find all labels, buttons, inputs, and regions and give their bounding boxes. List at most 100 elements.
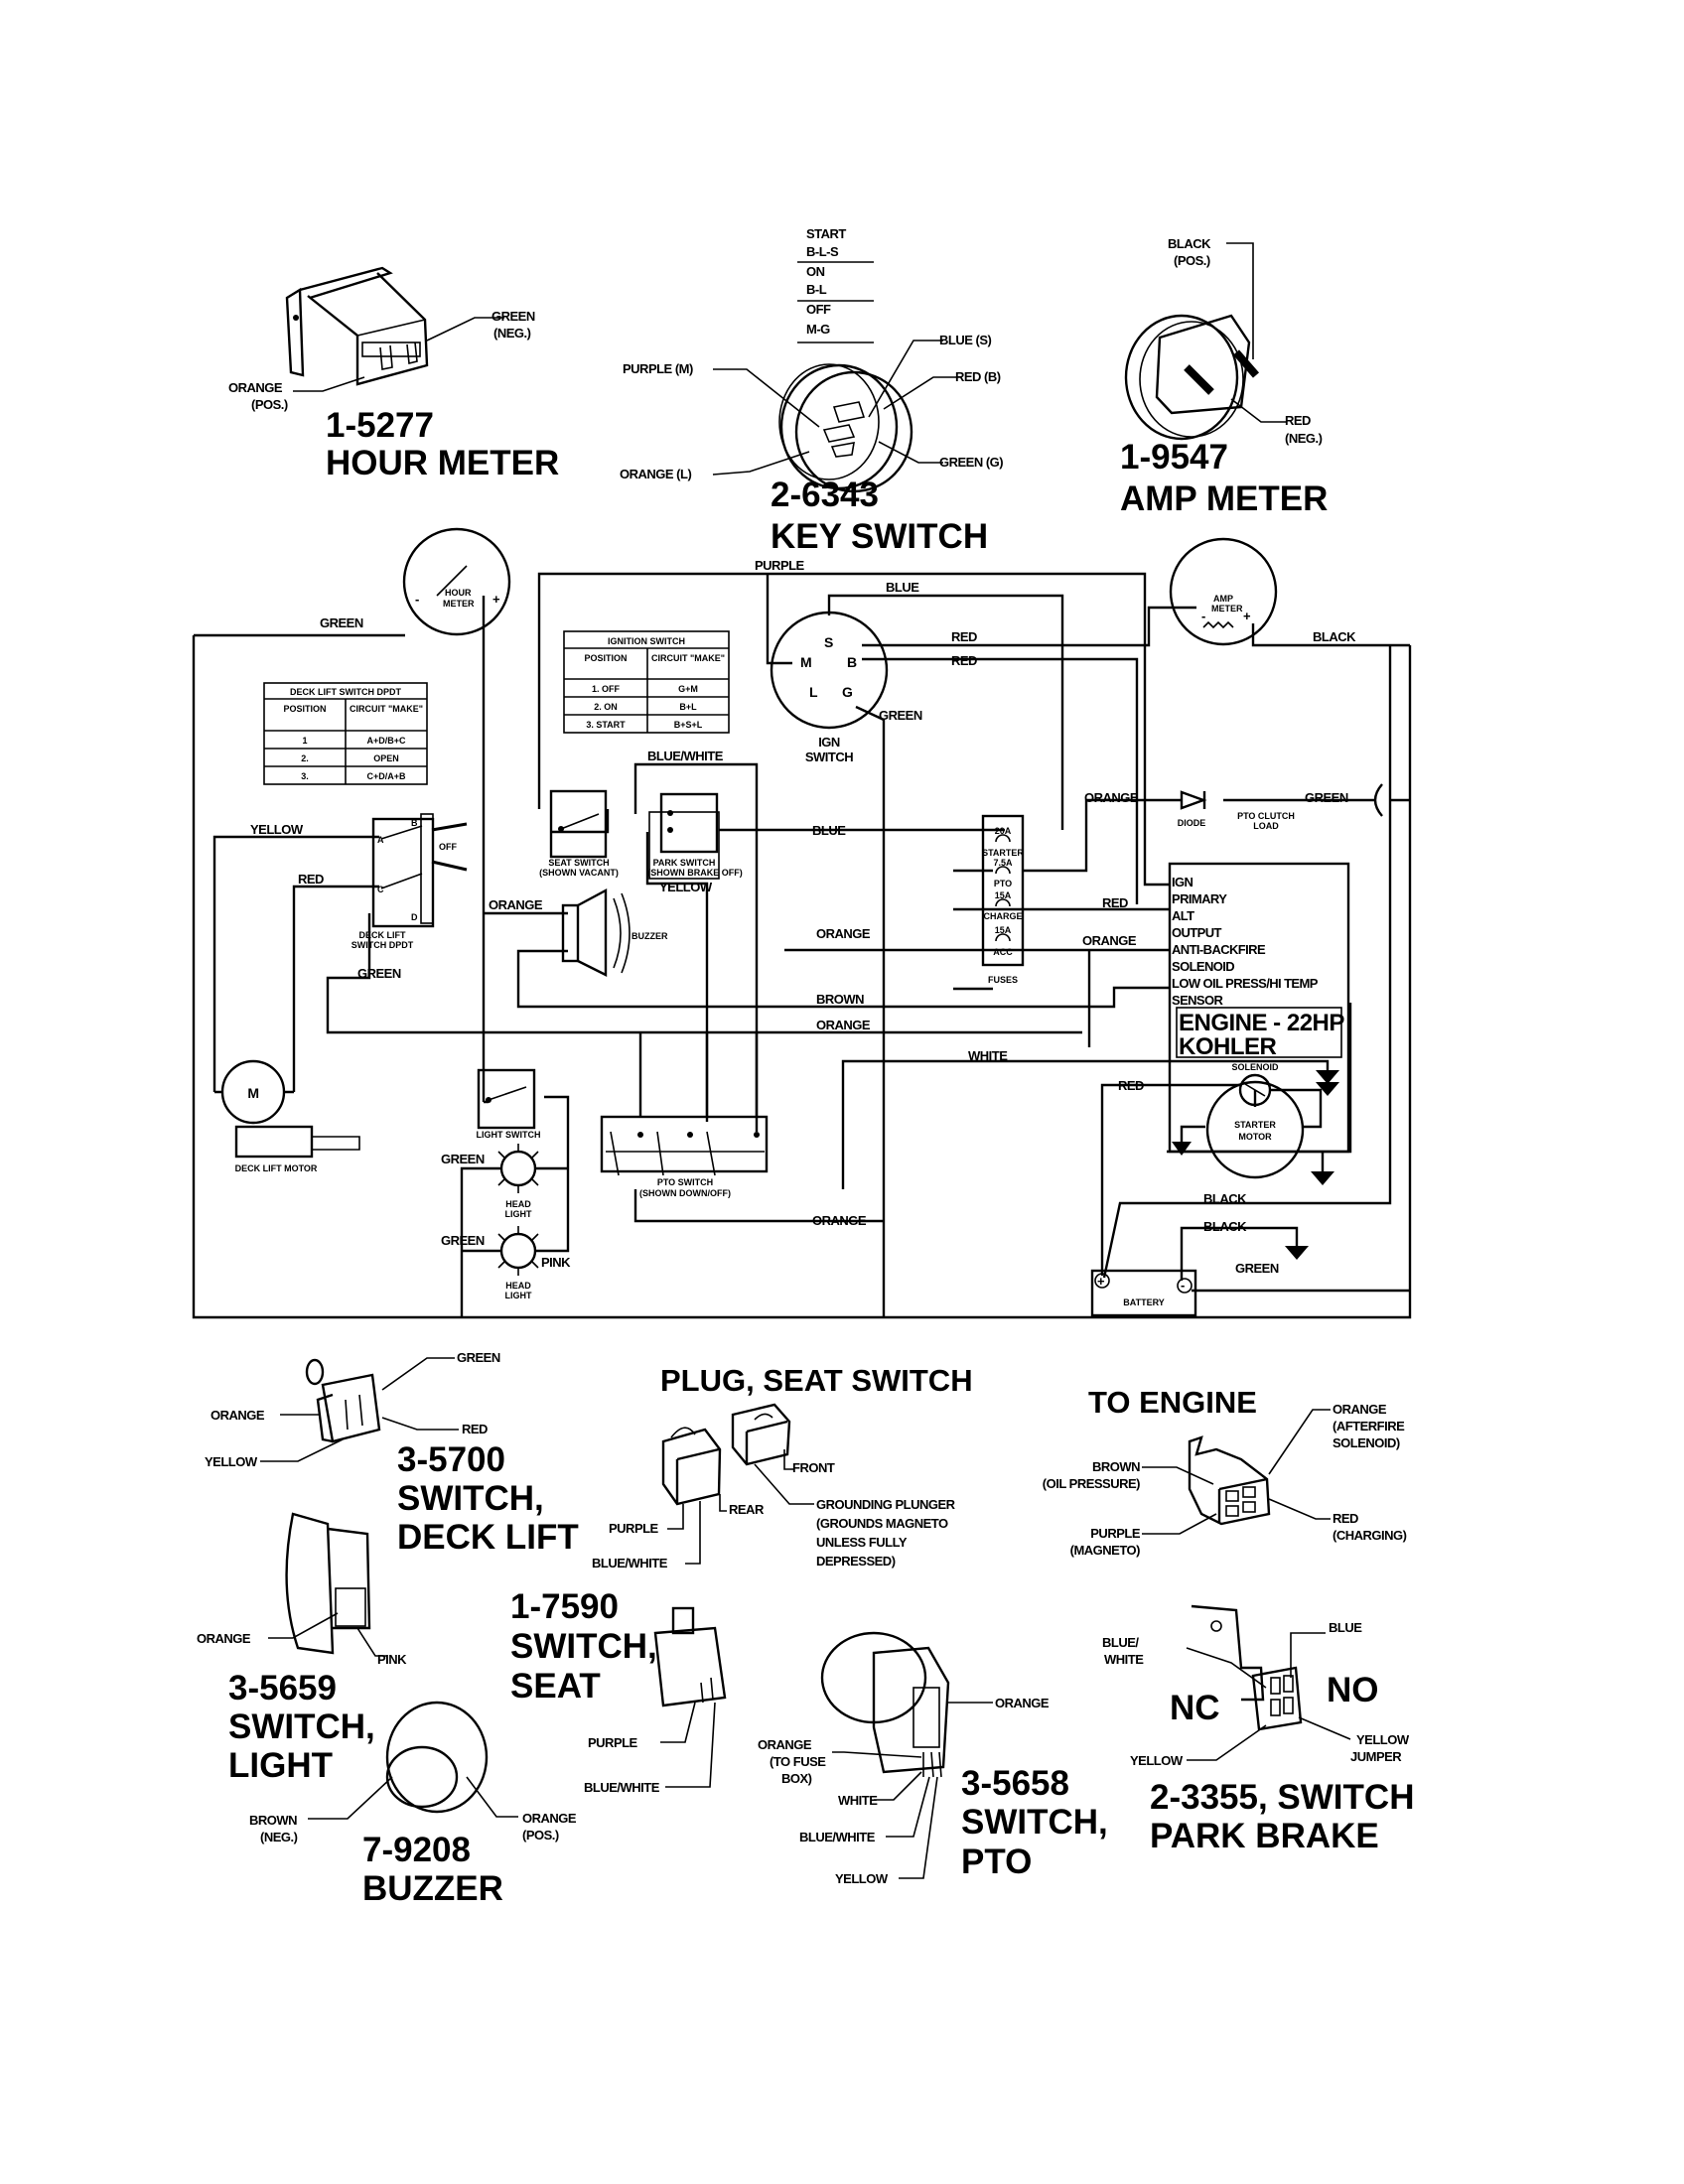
part-wire-label: PINK bbox=[377, 1652, 407, 1667]
hour-meter-name: HOUR METER bbox=[326, 444, 559, 482]
wire-label: ORANGE bbox=[1084, 790, 1139, 805]
wire-label: RED bbox=[951, 629, 977, 644]
fuse: 15A ACC bbox=[993, 925, 1013, 957]
plug-wire-label: PURPLE bbox=[609, 1521, 659, 1536]
wire-label: GREEN bbox=[320, 615, 363, 630]
part-name: BUZZER bbox=[362, 1869, 503, 1908]
ignition-table-cell: 3. START bbox=[586, 720, 626, 730]
engine-plug-wire: (MAGNETO) bbox=[1070, 1543, 1141, 1558]
deck-table-header: CIRCUIT "MAKE" bbox=[350, 704, 423, 714]
light-switch: LIGHT SWITCH bbox=[477, 1068, 541, 1140]
diode: DIODE PTO CLUTCH LOAD bbox=[1178, 783, 1383, 831]
key-switch-part: START B-L-S ON B-L OFF M-G PURPLE (M) OR… bbox=[620, 226, 1004, 556]
wire-white bbox=[841, 1059, 1330, 1189]
seat-switch-note: (SHOWN VACANT) bbox=[539, 868, 619, 878]
ign-switch-label: IGN bbox=[818, 735, 840, 750]
deck-lift-switch-part: GREEN ORANGE RED YELLOW 3-5700 SWITCH, D… bbox=[205, 1350, 579, 1557]
wire-label: BLUE bbox=[886, 580, 919, 595]
wire-headlight-ground bbox=[460, 1166, 500, 1317]
part-wire-label: ORANGE bbox=[995, 1696, 1050, 1710]
ign-terminal-b: B bbox=[847, 654, 857, 670]
wire-label: RED bbox=[1102, 895, 1128, 910]
wire-red-batt bbox=[1100, 1083, 1239, 1276]
engine-terminal: LOW OIL PRESS/HI TEMP bbox=[1172, 976, 1319, 991]
ign-terminal-l: L bbox=[809, 684, 818, 700]
motor-symbol: M bbox=[247, 1085, 258, 1101]
svg-text:+: + bbox=[492, 592, 500, 607]
wire-label: RED bbox=[1118, 1078, 1144, 1093]
engine-terminal: SENSOR bbox=[1172, 993, 1224, 1008]
key-wire-orange: ORANGE (L) bbox=[620, 467, 691, 481]
part-wire-label: BLUE/WHITE bbox=[799, 1830, 876, 1844]
part-wire-label: JUMPER bbox=[1350, 1749, 1402, 1764]
part-wire-label: BLUE/WHITE bbox=[584, 1780, 660, 1795]
wire-seat-switch bbox=[550, 809, 610, 834]
svg-text:PTO: PTO bbox=[994, 879, 1012, 888]
seat-switch-part: PURPLE BLUE/WHITE 1-7590 SWITCH, SEAT bbox=[510, 1587, 727, 1795]
hour-meter-part-no: 1-5277 bbox=[326, 406, 434, 445]
ign-terminal-g: G bbox=[842, 684, 853, 700]
wire-label: WHITE bbox=[968, 1048, 1008, 1063]
wire-green-ign bbox=[855, 705, 886, 1317]
battery: + - BATTERY bbox=[1090, 1269, 1197, 1317]
fuse-block: 20A STARTER 7.5A PTO 15A CHARGE 15A ACC … bbox=[981, 814, 1024, 985]
wire-label: YELLOW bbox=[659, 880, 713, 894]
headlights: HEAD LIGHT HEAD LIGHT bbox=[497, 1144, 539, 1300]
part-wire-label: ORANGE bbox=[758, 1737, 812, 1752]
ignition-table-cell: G+M bbox=[678, 684, 698, 694]
svg-text:-: - bbox=[1201, 609, 1205, 623]
part-number: 1-7590 bbox=[510, 1587, 619, 1626]
key-wire-blue: BLUE (S) bbox=[939, 333, 992, 347]
wire-label: ORANGE bbox=[816, 926, 871, 941]
wire-label: BROWN bbox=[816, 992, 864, 1007]
wire-black bbox=[1251, 623, 1410, 647]
seat-switch-label: SEAT SWITCH bbox=[548, 858, 609, 868]
engine-plug-title: TO ENGINE bbox=[1088, 1385, 1257, 1420]
deck-table-cell: A+D/B+C bbox=[366, 736, 406, 746]
starter-solenoid: SOLENOID STARTER MOTOR bbox=[1172, 1062, 1339, 1260]
wire-label: GREEN bbox=[1235, 1261, 1279, 1276]
deck-motor-label: DECK LIFT MOTOR bbox=[235, 1163, 318, 1173]
plug-note: (GROUNDS MAGNETO bbox=[816, 1516, 948, 1531]
hour-meter-orange-label: ORANGE bbox=[228, 380, 283, 395]
engine-terminal: SOLENOID bbox=[1172, 959, 1234, 974]
wire-label: BLUE bbox=[812, 823, 846, 838]
part-wire-label: YELLOW bbox=[1356, 1732, 1410, 1747]
plug-note: DEPRESSED) bbox=[816, 1554, 896, 1569]
key-switch-name: KEY SWITCH bbox=[771, 517, 988, 556]
wire-blue-white bbox=[633, 762, 759, 1132]
wire-label: BLACK bbox=[1203, 1191, 1247, 1206]
hour-meter-pos-note: (POS.) bbox=[251, 397, 288, 412]
seat-switch-plug: PLUG, SEAT SWITCH FRONT REAR PURPLE BLUE… bbox=[592, 1363, 973, 1570]
key-position-start: START bbox=[806, 226, 846, 241]
amp-meter-label-1: AMP bbox=[1213, 594, 1233, 604]
key-wire-red: RED (B) bbox=[955, 369, 1001, 384]
part-wire-label: BLUE bbox=[1329, 1620, 1362, 1635]
ign-terminal-s: S bbox=[824, 634, 833, 650]
part-name: DECK LIFT bbox=[397, 1518, 579, 1557]
svg-text:15A: 15A bbox=[995, 925, 1012, 935]
wire-label: RED bbox=[298, 872, 324, 887]
key-wire-purple: PURPLE (M) bbox=[623, 361, 693, 376]
hour-meter-part: GREEN (NEG.) ORANGE (POS.) 1-5277 HOUR M… bbox=[228, 266, 559, 482]
deck-table-cell: 3. bbox=[301, 771, 309, 781]
plug-rear-label: REAR bbox=[729, 1502, 765, 1517]
engine-plug-wire: (OIL PRESSURE) bbox=[1043, 1476, 1140, 1491]
park-switch: PARK SWITCH (SHOWN BRAKE OFF) bbox=[647, 792, 743, 880]
ignition-table-cell: B+S+L bbox=[674, 720, 703, 730]
part-number: 3-5700 bbox=[397, 1440, 505, 1479]
part-wire-label: YELLOW bbox=[205, 1454, 258, 1469]
deck-lift-switch-table: DECK LIFT SWITCH DPDT POSITION CIRCUIT "… bbox=[263, 682, 428, 785]
amp-meter-black-label: BLACK bbox=[1168, 236, 1211, 251]
pto-switch: PTO SWITCH (SHOWN DOWN/OFF) bbox=[600, 1115, 769, 1198]
diode-label: DIODE bbox=[1178, 818, 1206, 828]
part-name: SWITCH, bbox=[510, 1627, 657, 1666]
ignition-table-header: CIRCUIT "MAKE" bbox=[651, 653, 725, 663]
amp-meter-pos-note: (POS.) bbox=[1174, 253, 1210, 268]
wire-red-1 bbox=[862, 606, 1196, 647]
head-light-icon: HEAD LIGHT bbox=[497, 1226, 539, 1300]
schematic: HOUR METER -+ AMP METER -+ IGNITION SWIT… bbox=[192, 527, 1412, 1319]
part-wire-label: ORANGE bbox=[522, 1811, 577, 1826]
deck-switch-label: SWITCH DPDT bbox=[351, 940, 414, 950]
no-label: NO bbox=[1327, 1671, 1379, 1709]
